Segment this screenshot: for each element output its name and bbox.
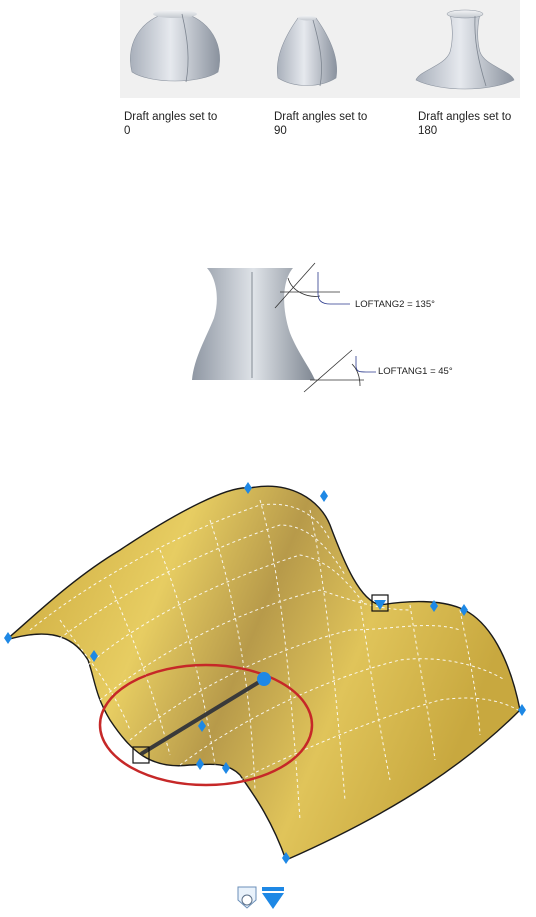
loftang1-label: LOFTANG1 = 45° [378, 366, 453, 377]
gizmo-toolbar [236, 884, 296, 912]
triangle-down-icon[interactable] [262, 887, 284, 909]
isoparm-lines [29, 499, 519, 821]
shape-draft-90 [277, 15, 337, 87]
shape-draft-0 [130, 10, 220, 83]
angle-bottom-annotation [303, 349, 376, 393]
handle-base-grip[interactable] [132, 746, 150, 764]
loftang2-label: LOFTANG2 = 135° [355, 299, 435, 310]
gizmo-icon[interactable] [237, 886, 257, 909]
tangency-handle[interactable] [132, 672, 271, 764]
shape-draft-180 [415, 9, 515, 90]
vase-shape [192, 268, 315, 380]
handle-end-grip[interactable] [257, 672, 271, 686]
angle-top-annotation [274, 262, 350, 309]
loft-angle-diagram: LOFTANG2 = 135° LOFTANG1 = 45° [192, 262, 453, 393]
highlight-ring [98, 663, 314, 787]
nurbs-surface-view [4, 482, 526, 864]
vertex-grip-right[interactable] [371, 594, 389, 612]
draft-shapes [130, 9, 515, 90]
edge-grips[interactable] [4, 482, 526, 864]
